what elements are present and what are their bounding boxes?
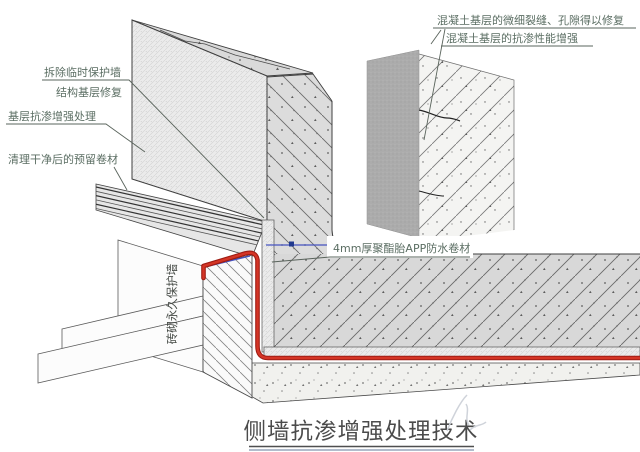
callout-base-treatment: 基层抗渗增强处理 — [8, 109, 96, 123]
lean-concrete-cushion — [191, 362, 640, 404]
inset-concrete-section — [419, 54, 514, 242]
inset-membrane-panel — [366, 49, 420, 239]
brick-protection-wall: 砖砌永久保护墙 — [37, 239, 253, 399]
callout-remove-wall-line2: 结构基层修复 — [56, 85, 122, 99]
brick-wall-front-face — [202, 254, 253, 399]
wall-side-section — [267, 74, 332, 254]
wall-front-face — [131, 19, 268, 223]
figure-title: 侧墙抗渗增强处理技术 — [243, 419, 478, 445]
inset-crack-upper — [418, 109, 461, 122]
callout-waterproof-membrane: 4mm厚聚酯胎APP防水卷材 — [333, 241, 470, 255]
callout-crack-repair-line1: 混凝土基层的微细裂缝、孔隙得以修复 — [437, 13, 624, 27]
base-coating-strips — [261, 219, 640, 357]
waterproof-membrane-line — [201, 250, 640, 361]
figure-title-group: 侧墙抗渗增强处理技术 — [243, 394, 487, 451]
callout-reserved-membrane: 清理干净后的预留卷材 — [8, 152, 118, 166]
inset-crack-repair-detail — [366, 49, 515, 242]
top-crack-lines — [159, 29, 291, 70]
callouts: 拆除临时保护墙 结构基层修复 基层抗渗增强处理 清理干净后的预留卷材 混凝土基层… — [6, 13, 636, 263]
callout-crack-repair-line2: 混凝土基层的抗渗性能增强 — [446, 31, 578, 45]
callout-remove-wall-line1: 拆除临时保护墙 — [44, 65, 121, 79]
structure-wall — [131, 19, 333, 254]
brick-wall-label: 砖砌永久保护墙 — [165, 263, 179, 344]
inset-crack-lower — [418, 190, 445, 197]
reserved-membrane-band — [95, 183, 267, 258]
handwritten-scribble — [446, 394, 487, 432]
